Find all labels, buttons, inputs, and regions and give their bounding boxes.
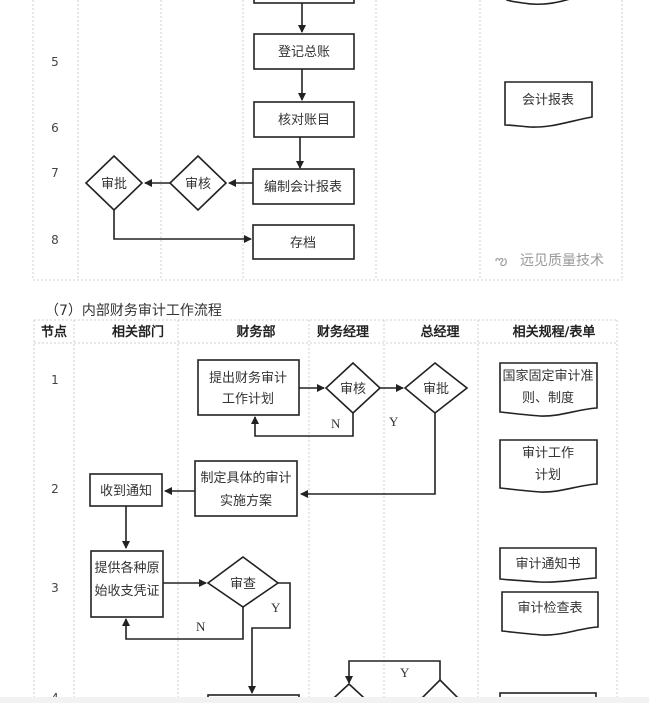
document-audit-plan (499, 439, 598, 493)
flow-arrow (113, 210, 252, 243)
document-label: 计划 (535, 468, 561, 483)
decision-label: 审批 (101, 177, 127, 192)
column-header-general-manager: 总经理 (420, 324, 459, 340)
document-label: 审计工作 (522, 446, 574, 461)
document-label: 审计检查表 (517, 601, 582, 616)
box-label: 登记总账 (278, 45, 330, 60)
flow-arrow-reject (251, 413, 354, 437)
process-box-archive (252, 224, 355, 260)
process-box-propose-plan (197, 359, 300, 416)
box-label: 工作计划 (222, 392, 274, 407)
process-box-partial (253, 0, 355, 4)
box-label: 存档 (290, 236, 316, 251)
process-box-make-scheme (194, 460, 298, 517)
process-box-check-accounts (253, 101, 355, 138)
process-box-prepare-reports (252, 168, 355, 205)
node-number: 3 (51, 581, 59, 595)
decision-review (168, 154, 228, 212)
document-audit-notice (499, 547, 597, 583)
branch-label-yes: Y (389, 414, 399, 429)
wechat-icon: ఌ (495, 253, 507, 269)
node-number: 6 (51, 121, 59, 135)
document-label: 会计报表 (522, 93, 574, 108)
document-label: 则、制度 (522, 390, 574, 406)
box-label: 提供各种原 (94, 560, 159, 576)
branch-label-yes: Y (400, 665, 410, 680)
node-number: 8 (51, 233, 59, 247)
decision-label: 审核 (340, 382, 366, 397)
flow-b-grid (33, 319, 618, 703)
flow-arrow (300, 413, 436, 498)
node-number: 1 (51, 373, 59, 387)
box-label: 收到通知 (100, 483, 152, 499)
branch-label-no: N (331, 416, 341, 431)
decision-label: 审批 (423, 382, 449, 397)
bottom-edge (0, 697, 649, 703)
flow-arrow (345, 660, 441, 684)
branch-label-no: N (196, 619, 206, 634)
column-header-related-dept: 相关部门 (112, 324, 164, 340)
process-box-provide-vouchers (90, 550, 164, 618)
process-box-register-ledger (253, 33, 355, 70)
box-label: 实施方案 (220, 493, 272, 509)
box-label: 始收支凭证 (94, 584, 159, 599)
watermark-text: 远见质量技术 (520, 253, 604, 269)
document-audit-standards (499, 362, 598, 417)
column-header-finance-dept: 财务部 (236, 324, 275, 340)
box-label: 核对账目 (278, 113, 330, 128)
document-accounting-report (504, 81, 593, 128)
document-label: 审计通知书 (515, 556, 580, 572)
section-title: （7）内部财务审计工作流程 (45, 303, 222, 319)
decision-label: 审查 (230, 577, 256, 592)
column-header-finance-manager: 财务经理 (317, 324, 369, 340)
document-label: 国家固定审计准 (502, 368, 593, 384)
document-audit-checklist (501, 591, 599, 636)
branch-label-yes: Y (271, 600, 281, 615)
decision-label: 审核 (185, 177, 211, 192)
document-shape-partial (506, 0, 570, 5)
flow-arrow-reject (122, 607, 244, 640)
watermark: ఌ 远见质量技术 (495, 253, 604, 269)
box-label: 制定具体的审计 (200, 470, 291, 486)
box-label: 提出财务审计 (209, 370, 287, 386)
column-header-node: 节点 (41, 324, 67, 340)
flow-arrow (248, 582, 291, 694)
node-number: 5 (51, 55, 59, 69)
box-label: 编制会计报表 (264, 180, 342, 195)
column-header-procedures-forms: 相关规程/表单 (513, 324, 596, 340)
process-box-receive-notice (89, 473, 163, 507)
node-number: 2 (51, 482, 59, 496)
node-number: 7 (51, 166, 59, 180)
flow-a-grid (32, 0, 623, 281)
